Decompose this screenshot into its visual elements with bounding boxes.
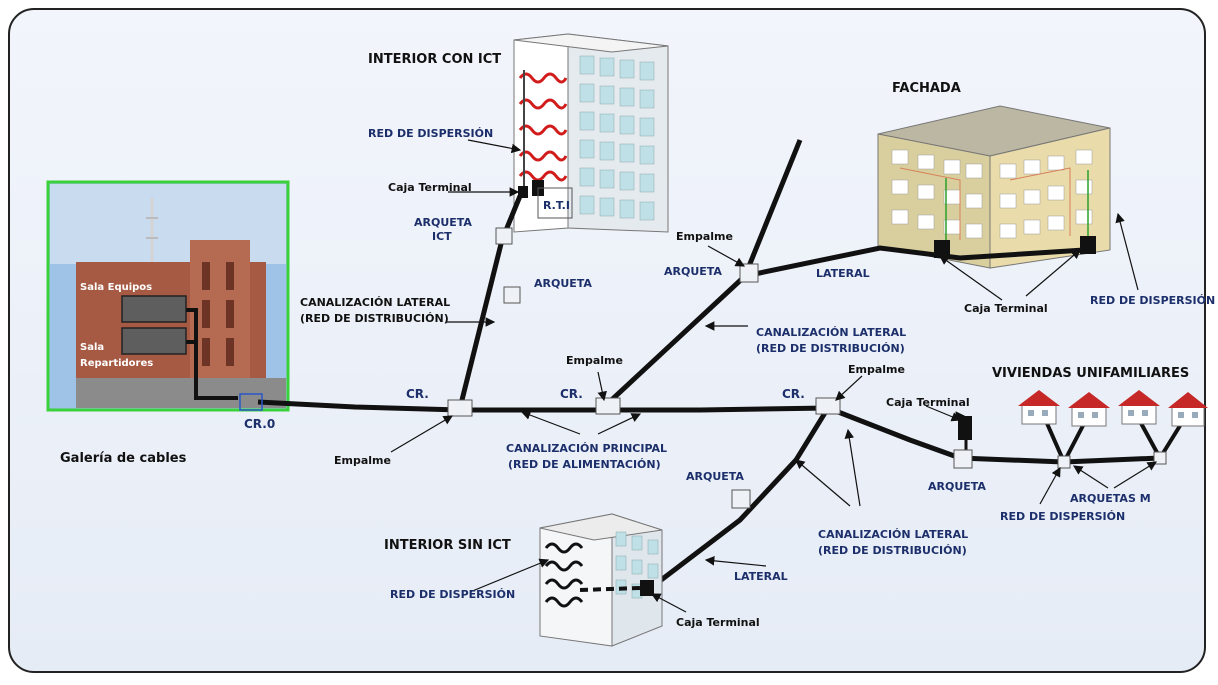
- arquetas-m-label: ARQUETAS M: [1070, 492, 1151, 505]
- red-dispersion-fachada-label: RED DE DISPERSIÓN: [1090, 294, 1215, 307]
- cr0-label: CR.0: [244, 417, 275, 431]
- houses: [1018, 390, 1208, 427]
- arqueta-m-2: [1153, 451, 1167, 465]
- lateral-lower-label: LATERAL: [734, 570, 788, 583]
- galeria-cables-label: Galería de cables: [60, 451, 187, 466]
- arqueta-ict-label-1: ARQUETA: [414, 216, 472, 229]
- cr-label-2: CR.: [560, 387, 583, 401]
- cr-label-3: CR.: [782, 387, 805, 401]
- cr-boxes: [239, 393, 841, 417]
- red-dispersion-viviendas-label: RED DE DISPERSIÓN: [1000, 510, 1125, 523]
- lateral-fachada-label: LATERAL: [816, 267, 870, 280]
- ict-arquetas: [495, 227, 521, 304]
- arqueta-fachada-label: ARQUETA: [664, 265, 722, 278]
- arqueta-lower-label: ARQUETA: [686, 470, 744, 483]
- canalizacion-lateral-mid-label: CANALIZACIÓN LATERAL: [756, 326, 906, 339]
- sin-ict-lateral-cable: [646, 406, 831, 592]
- caja-terminal-fachada-label: Caja Terminal: [964, 302, 1048, 315]
- fachada-title: FACHADA: [892, 81, 961, 96]
- building-sin-ict: [539, 513, 663, 647]
- arqueta-upper-label: ARQUETA: [534, 277, 592, 290]
- canalizacion-principal-label: CANALIZACIÓN PRINCIPAL: [506, 442, 667, 455]
- viviendas-arqueta: [953, 449, 973, 469]
- sala-repartidores-label-2: Repartidores: [80, 358, 153, 369]
- viviendas-cable: [827, 405, 1161, 465]
- viviendas-title: VIVIENDAS UNIFAMILIARES: [992, 366, 1189, 381]
- arqueta-viviendas-label: ARQUETA: [928, 480, 986, 493]
- caja-terminal-lower-label: Caja Terminal: [676, 616, 760, 629]
- fachada-arqueta: [739, 263, 759, 283]
- arqueta-m-1: [1057, 455, 1071, 469]
- sin-ict-arqueta: [731, 489, 751, 509]
- red-dispersion-lower-label: RED DE DISPERSIÓN: [390, 588, 515, 601]
- empalme-right-label: Empalme: [848, 363, 905, 376]
- arqueta-ict-label-2: ICT: [432, 230, 452, 243]
- building-con-ict: R.T.I: [513, 33, 669, 233]
- interior-con-ict-title: INTERIOR CON ICT: [368, 52, 501, 67]
- viviendas-caja-terminal: [958, 416, 972, 440]
- main-cable: [257, 399, 829, 413]
- empalme-top-label: Empalme: [676, 230, 733, 243]
- building-fachada: [877, 105, 1111, 269]
- red-distribucion-left-label: (RED DE DISTRIBUCIÓN): [300, 312, 449, 325]
- rti-label: R.T.I: [543, 199, 570, 212]
- central-office-photo: Sala Equipos Sala Repartidores: [46, 180, 290, 412]
- sala-equipos-label: Sala Equipos: [80, 282, 152, 293]
- sala-repartidores-label-1: Sala: [80, 342, 104, 353]
- red-alimentacion-label: (RED DE ALIMENTACIÓN): [508, 458, 661, 471]
- canalizacion-lateral-lower-label: CANALIZACIÓN LATERAL: [818, 528, 968, 541]
- pointer-arrows: [390, 139, 1158, 613]
- red-distribucion-lower-label: (RED DE DISTRIBUCIÓN): [818, 544, 967, 557]
- empalme-left-label: Empalme: [334, 454, 391, 467]
- caja-terminal-viviendas-label: Caja Terminal: [886, 396, 970, 409]
- canalizacion-lateral-left-label: CANALIZACIÓN LATERAL: [300, 296, 450, 309]
- caja-terminal-ict-label: Caja Terminal: [388, 181, 472, 194]
- cr-label-1: CR.: [406, 387, 429, 401]
- red-dispersion-ict-label: RED DE DISPERSIÓN: [368, 127, 493, 140]
- interior-sin-ict-title: INTERIOR SIN ICT: [384, 538, 511, 553]
- red-distribucion-mid-label: (RED DE DISTRIBUCIÓN): [756, 342, 905, 355]
- empalme-mid-label: Empalme: [566, 354, 623, 367]
- fachada-lateral-cable: [744, 245, 1085, 279]
